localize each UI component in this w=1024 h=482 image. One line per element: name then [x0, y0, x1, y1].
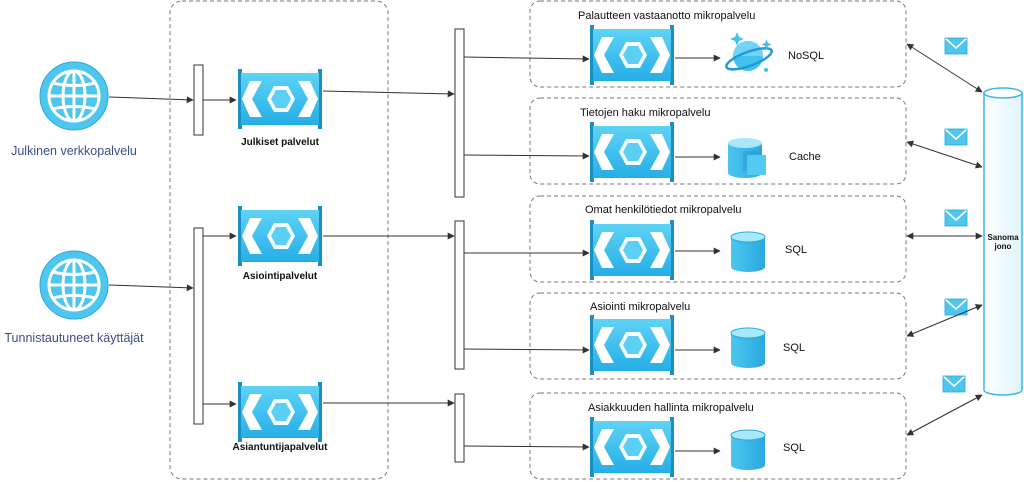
store-label: SQL	[783, 442, 806, 454]
api-management-icon	[238, 382, 322, 442]
client-label: Tunnistautuneet käyttäjät	[4, 331, 144, 345]
microservice-title: Asiointi mikropalvelu	[590, 301, 691, 313]
microservice-icon	[590, 25, 674, 85]
store-label: SQL	[785, 244, 808, 256]
store-label: NoSQL	[788, 50, 825, 62]
queue-label-line1: Sanoma	[987, 233, 1019, 242]
message-queue	[983, 87, 1023, 396]
queue-label-line2: jono	[994, 242, 1012, 251]
store-label: SQL	[783, 342, 806, 354]
envelope-icon	[944, 128, 968, 146]
microservice-title: Asiakkuuden hallinta mikropalvelu	[588, 402, 754, 414]
globe-icon	[38, 249, 110, 321]
microservice-icon	[590, 417, 674, 477]
database-icon	[730, 231, 766, 273]
microservice-title: Omat henkilötiedot mikropalvelu	[585, 204, 742, 216]
database-icon	[730, 327, 766, 369]
api-management-icon	[238, 206, 322, 266]
store-label: Cache	[789, 151, 821, 163]
database-icon	[730, 429, 766, 471]
gateway-label: Asiantuntijapalvelut	[232, 442, 328, 453]
microservice-icon	[590, 220, 674, 280]
envelope-icon	[944, 209, 968, 227]
connectors	[108, 43, 983, 455]
api-management-icon	[238, 69, 322, 129]
globe-icon	[38, 60, 110, 132]
microservice-title: Tietojen haku mikropalvelu	[580, 107, 711, 119]
microservice-icon	[590, 315, 674, 375]
router-bars	[193, 28, 465, 463]
envelope-icon	[942, 375, 966, 393]
envelope-icon	[944, 37, 968, 55]
microservice-title: Palautteen vastaanotto mikropalvelu	[578, 10, 756, 22]
client-label: Julkinen verkkopalvelu	[11, 144, 137, 158]
microservice-icon	[590, 122, 674, 182]
queue-label: Sanoma jono	[984, 233, 1022, 251]
microservice-boxes	[529, 0, 907, 480]
gateway-label: Asiointipalvelut	[242, 271, 318, 282]
cosmos-db-icon	[722, 30, 776, 75]
cache-icon	[728, 138, 766, 178]
gateway-label: Julkiset palvelut	[241, 137, 319, 148]
